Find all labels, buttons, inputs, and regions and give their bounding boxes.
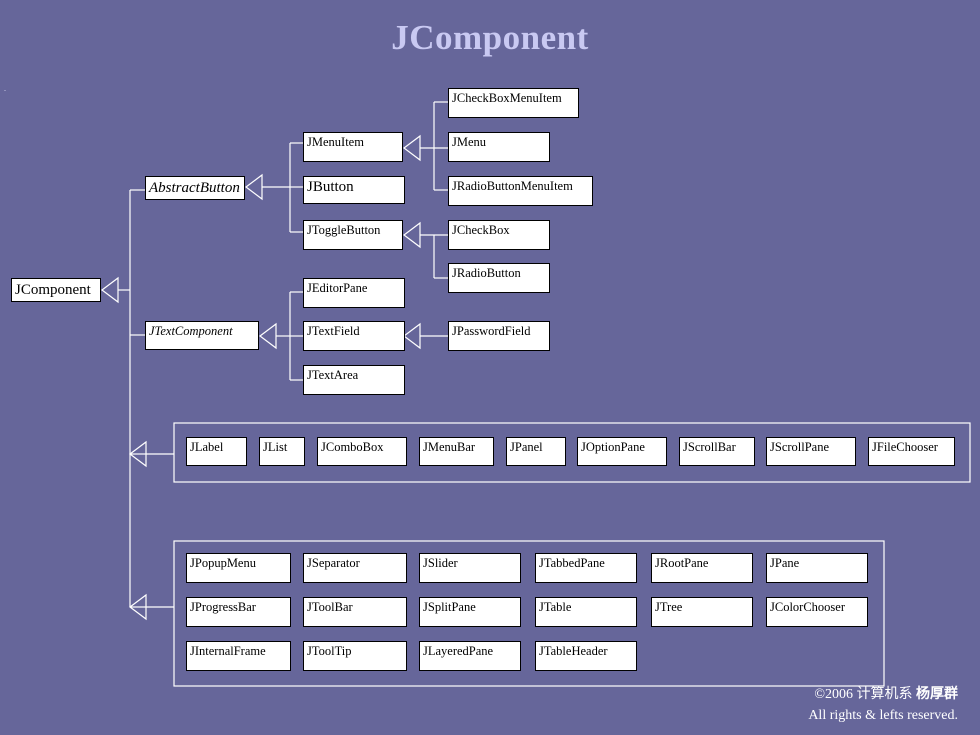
group1-item: JList (259, 437, 305, 466)
node-jcheckbox-menu-item: JCheckBoxMenuItem (448, 88, 579, 118)
node-jmenu-item: JMenuItem (303, 132, 403, 162)
group2-item: JPane (766, 553, 868, 583)
group2-item: JColorChooser (766, 597, 868, 627)
group1-frame (173, 422, 971, 483)
node-abstract-button: AbstractButton (145, 176, 245, 200)
group2-item: JToolBar (303, 597, 407, 627)
node-jtoggle-button: JToggleButton (303, 220, 403, 250)
arrow-jtext-component (259, 322, 277, 350)
footer-copyright-line: ©2006 计算机系 杨厚群 (808, 684, 958, 705)
group1-item: JMenuBar (419, 437, 494, 466)
group1-item: JLabel (186, 437, 247, 466)
group1-item: JComboBox (317, 437, 407, 466)
node-jpassword-field: JPasswordField (448, 321, 550, 351)
group2-item: JTree (651, 597, 753, 627)
group2-item: JSlider (419, 553, 521, 583)
footer: ©2006 计算机系 杨厚群 All rights & lefts reserv… (808, 684, 958, 726)
group2-item: JProgressBar (186, 597, 291, 627)
group1-item: JOptionPane (577, 437, 667, 466)
node-jeditor-pane: JEditorPane (303, 278, 405, 308)
footer-copyright: ©2006 计算机系 (814, 687, 913, 702)
group2-item: JSplitPane (419, 597, 521, 627)
group2-item: JInternalFrame (186, 641, 291, 671)
group2-frame (173, 540, 885, 687)
slide-title: JComponent (391, 18, 589, 57)
node-jradio-button-menu-item: JRadioButtonMenuItem (448, 176, 593, 206)
node-jmenu: JMenu (448, 132, 550, 162)
group1-item: JScrollPane (766, 437, 856, 466)
group2-item: JLayeredPane (419, 641, 521, 671)
group2-item: JTableHeader (535, 641, 637, 671)
group2-item: JRootPane (651, 553, 753, 583)
node-jtext-area: JTextArea (303, 365, 405, 395)
group1-item: JScrollBar (679, 437, 755, 466)
stray-dot: . (4, 84, 6, 93)
footer-rights: All rights & lefts reserved. (808, 708, 958, 723)
arrow-jtext-field (403, 322, 421, 350)
group2-item: JTable (535, 597, 637, 627)
node-jbutton: JButton (303, 176, 405, 204)
group2-item: JToolTip (303, 641, 407, 671)
group2-item: JPopupMenu (186, 553, 291, 583)
arrow-jcomponent (101, 276, 119, 304)
node-jtext-component: JTextComponent (145, 321, 259, 350)
group1-item: JPanel (506, 437, 566, 466)
node-jcheckbox: JCheckBox (448, 220, 550, 250)
group2-item: JSeparator (303, 553, 407, 583)
node-jcomponent: JComponent (11, 278, 101, 302)
arrow-jmenu-item (403, 134, 421, 162)
node-jtext-field: JTextField (303, 321, 405, 351)
arrow-jtoggle-button (403, 221, 421, 249)
node-jradio-button: JRadioButton (448, 263, 550, 293)
group2-item: JTabbedPane (535, 553, 637, 583)
footer-author: 杨厚群 (916, 687, 958, 702)
arrow-abstract-button (245, 173, 263, 201)
group1-item: JFileChooser (868, 437, 955, 466)
